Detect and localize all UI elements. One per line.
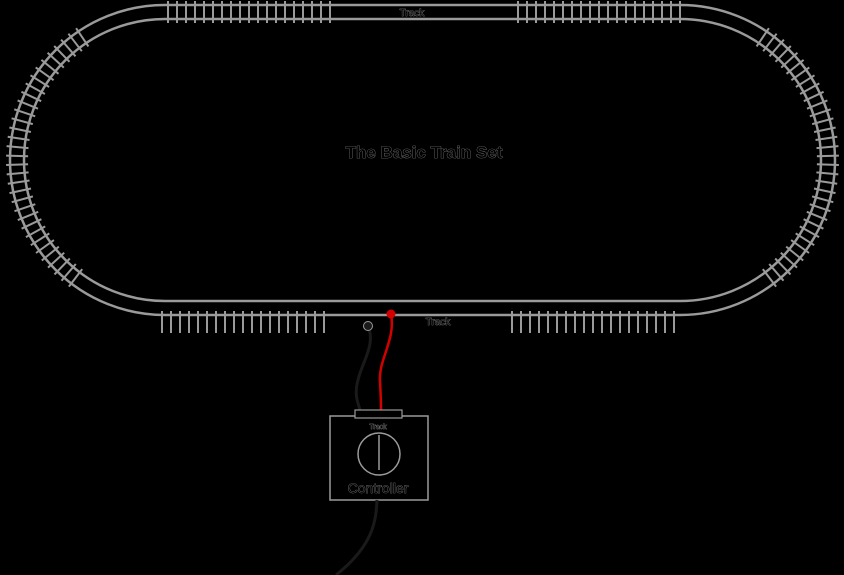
- controller-terminal-label: Track: [369, 424, 387, 431]
- track-tie: [53, 45, 71, 63]
- track-tie: [816, 154, 839, 158]
- track-tie: [816, 171, 839, 176]
- track-tie: [795, 74, 816, 88]
- track-ties: [6, 1, 839, 333]
- track-tie: [811, 117, 834, 126]
- track-tie: [25, 225, 46, 238]
- track-tie: [809, 108, 832, 118]
- track-tie: [768, 38, 785, 57]
- track-tie: [60, 38, 77, 57]
- track-tie: [20, 90, 42, 103]
- track-tie: [785, 59, 805, 75]
- track-tie: [6, 145, 29, 150]
- diagram-title: The Basic Train Set: [346, 143, 503, 162]
- track-tie: [35, 66, 55, 82]
- track-tie: [47, 251, 65, 269]
- track-tie: [9, 126, 32, 133]
- track-tie: [815, 135, 838, 141]
- track-tie: [803, 90, 825, 103]
- track-tie: [816, 145, 839, 150]
- track-tie: [30, 232, 50, 247]
- track-tie: [11, 117, 34, 126]
- track-tie: [25, 82, 46, 95]
- controller-terminal: [354, 409, 403, 419]
- track-tie: [9, 187, 32, 195]
- track-label-top: Track: [400, 8, 426, 19]
- track-tie: [803, 218, 824, 230]
- track-tie: [13, 108, 36, 118]
- track-tie: [6, 154, 29, 158]
- track-tie: [790, 239, 810, 254]
- oval-track: [6, 1, 839, 333]
- track-tie: [780, 251, 798, 269]
- track-tie: [35, 239, 55, 254]
- track-tie: [40, 59, 60, 75]
- track-label-bottom: Track: [426, 317, 452, 328]
- red-wire-connector: [386, 309, 396, 319]
- track-tie: [799, 225, 820, 238]
- track-tie: [29, 74, 50, 88]
- track-tie: [7, 179, 30, 185]
- track-tie: [755, 27, 770, 47]
- track-tie: [75, 27, 90, 47]
- track-tie: [53, 257, 71, 276]
- controller-label: Controller: [348, 480, 409, 496]
- track-tie: [790, 66, 810, 82]
- black-wire-connector: [363, 321, 373, 331]
- controller: Track Controller: [329, 409, 429, 501]
- track-tie: [46, 52, 65, 69]
- inner-rail: [22, 17, 823, 303]
- track-tie: [6, 163, 29, 166]
- track-tie: [815, 179, 838, 185]
- track-tie: [11, 195, 34, 204]
- track-tie: [813, 187, 836, 195]
- outer-rail: [8, 3, 837, 317]
- track-tie: [68, 268, 83, 288]
- track-tie: [60, 263, 77, 282]
- track-tie: [785, 245, 804, 262]
- track-tie: [67, 33, 83, 52]
- track-tie: [21, 218, 42, 230]
- track-tie: [14, 203, 36, 213]
- red-wire: [378, 313, 394, 413]
- track-tie: [762, 33, 778, 52]
- track-tie: [768, 263, 785, 282]
- track-tie: [806, 99, 828, 110]
- track-tie: [813, 126, 836, 133]
- track-tie: [6, 171, 29, 176]
- track-tie: [774, 257, 792, 276]
- track-tie: [17, 210, 39, 222]
- track-tie: [7, 135, 30, 141]
- track-tie: [799, 82, 820, 95]
- track-tie: [41, 245, 60, 262]
- track-tie: [762, 268, 777, 288]
- track-tie: [780, 52, 799, 69]
- track-tie: [816, 163, 839, 166]
- power-cord: [335, 499, 379, 575]
- track-tie: [795, 232, 815, 247]
- track-tie: [809, 203, 831, 213]
- track-tie: [17, 99, 39, 110]
- track-tie: [811, 195, 834, 204]
- track-tie: [774, 45, 792, 63]
- black-wire: [354, 325, 372, 413]
- track-tie: [806, 210, 828, 222]
